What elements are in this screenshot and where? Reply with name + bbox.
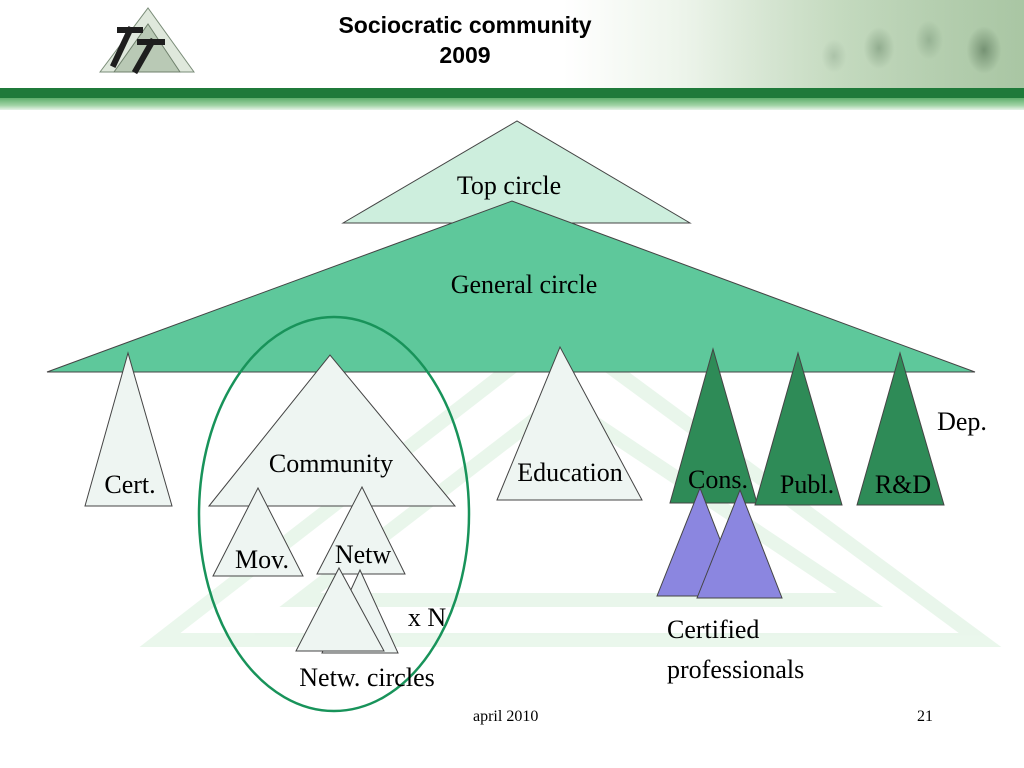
header-photo [694, 0, 1024, 88]
education-label: Education [517, 458, 622, 487]
header-bar-gradient [0, 98, 1024, 110]
cert-triangle [84, 351, 173, 507]
general-circle-label: General circle [451, 270, 598, 299]
footer-page-number: 21 [917, 708, 933, 725]
community-label: Community [269, 449, 393, 478]
cons-triangle [669, 347, 758, 504]
publ-triangle [754, 351, 843, 506]
title-line-2: 2009 [439, 42, 491, 68]
mov-label: Mov. [235, 545, 289, 574]
publ-label: Publ. [780, 470, 834, 499]
netw-label: Netw [335, 540, 392, 569]
certified-triangle-2 [696, 488, 783, 599]
general-circle-triangle [46, 200, 976, 373]
community-triangle [207, 354, 457, 507]
netw-circles-label: Netw. circles [299, 663, 434, 692]
footer-date: april 2010 [473, 708, 539, 725]
certified-label-line-2: professionals [667, 655, 804, 684]
community-ellipse [197, 315, 471, 713]
x-n-label: x N [408, 603, 447, 632]
slide-title: Sociocratic community 2009 [255, 10, 675, 70]
education-triangle [496, 345, 643, 501]
header-bar [0, 88, 1024, 98]
dep-label: Dep. [937, 407, 987, 436]
cons-label: Cons. [688, 465, 748, 494]
mov-triangle [212, 486, 304, 577]
title-line-1: Sociocratic community [338, 12, 592, 38]
rd-triangle [856, 351, 945, 506]
rd-label: R&D [875, 470, 931, 499]
slide-header [0, 0, 1024, 112]
logo-icon [99, 7, 195, 75]
certified-label-line-1: Certified [667, 615, 759, 644]
top-circle-label: Top circle [457, 171, 561, 200]
netw-circle-triangle-front [295, 566, 385, 652]
cert-label: Cert. [104, 470, 155, 499]
